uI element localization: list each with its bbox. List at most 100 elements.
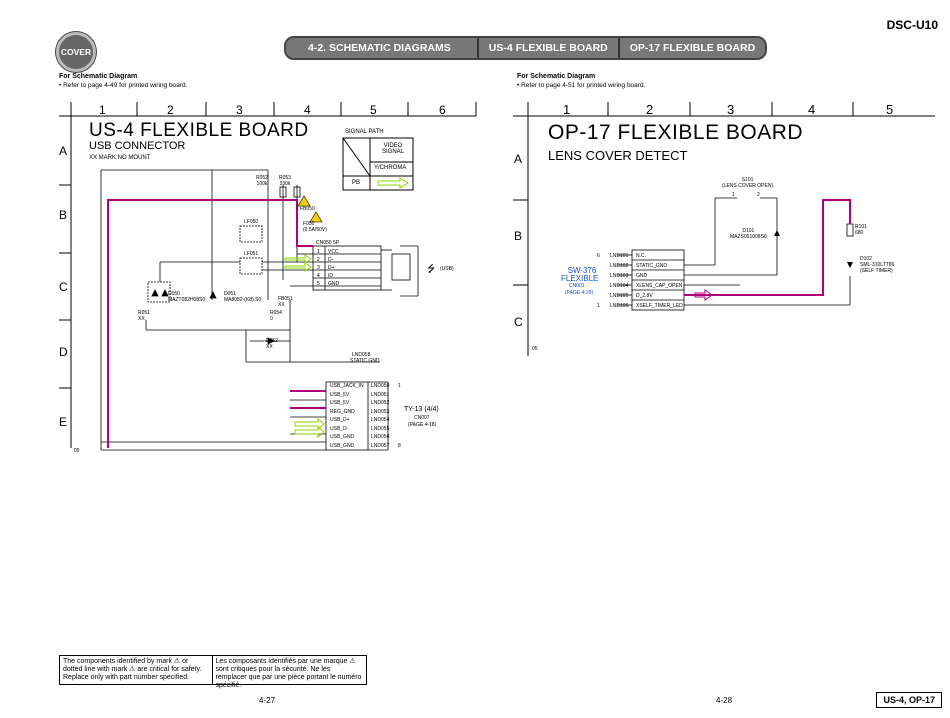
left-col-3: 3 bbox=[236, 103, 243, 117]
right-conn-6-signal: XSELF_TIMER_LED bbox=[636, 303, 683, 309]
left-row-c: C bbox=[59, 280, 68, 294]
cn050-pin-1-name: VCC bbox=[328, 249, 339, 255]
left-col-1: 1 bbox=[99, 103, 106, 117]
disclaimer-french: Les composants identifiés par une marque… bbox=[215, 658, 362, 689]
right-note-body: • Refer to page 4-51 for printed wiring … bbox=[517, 82, 646, 89]
video-signal-label: VIDEO SIGNAL bbox=[381, 143, 404, 155]
right-row-b: B bbox=[514, 229, 523, 243]
conn-line-1-lnd: LND050 bbox=[371, 383, 390, 389]
right-col-2: 2 bbox=[646, 102, 654, 117]
left-footer-code: 05 bbox=[74, 448, 80, 454]
lf051-label: LF051 bbox=[244, 251, 259, 257]
r051-label: R051 XX bbox=[138, 310, 150, 322]
cn050-pin-3-num: 3 bbox=[317, 265, 320, 271]
sw376-label: SW-376 bbox=[567, 266, 597, 275]
right-conn-2-signal: STATIC_GND bbox=[636, 263, 667, 269]
no-mount-note: XX MARK:NO MOUNT bbox=[89, 155, 151, 161]
ty13-pin8: 8 bbox=[398, 443, 401, 449]
ty13-label: TY-13 (4/4) bbox=[404, 406, 439, 413]
left-subtitle: USB CONNECTOR bbox=[89, 140, 186, 152]
left-row-a: A bbox=[59, 144, 68, 158]
right-board-title: OP-17 FLEXIBLE BOARD bbox=[548, 121, 804, 144]
d051-label: D051 MA8082-(K8).S0 bbox=[224, 291, 262, 303]
cn050-pin-2-name: D- bbox=[328, 257, 334, 263]
fb051-label: FB051 XX bbox=[278, 296, 293, 308]
flexible-label: FLEXIBLE bbox=[561, 274, 599, 283]
tab-schematic-diagrams[interactable]: 4-2. SCHEMATIC DIAGRAMS bbox=[308, 42, 451, 54]
ychroma-label: Y/CHROMA bbox=[374, 165, 407, 171]
left-row-e: E bbox=[59, 415, 68, 429]
conn-line-2-lnd: LND051 bbox=[371, 392, 390, 398]
left-row-d: D bbox=[59, 345, 68, 359]
right-conn-3-signal: GND bbox=[636, 273, 648, 279]
conn-line-3-signal: USB_5V bbox=[330, 400, 350, 406]
left-col-5: 5 bbox=[370, 103, 377, 117]
tab-op17-flexible-board[interactable]: OP-17 FLEXIBLE BOARD bbox=[617, 38, 765, 58]
d050-label: D050 MAZT082H08S0 bbox=[168, 291, 206, 303]
right-col-4: 4 bbox=[808, 102, 816, 117]
cn050-pin-2-num: 2 bbox=[317, 257, 320, 263]
cover-button[interactable]: COVER bbox=[56, 32, 96, 72]
tab-us4-flexible-board[interactable]: US-4 FLEXIBLE BOARD bbox=[476, 38, 618, 58]
conn-line-2-signal: USB_5V bbox=[330, 392, 350, 398]
cn007-label: CN007 bbox=[414, 415, 430, 421]
r054-label: R054 0 bbox=[270, 310, 282, 322]
ty13-page-ref[interactable]: (PAGE 4-18) bbox=[408, 422, 437, 428]
right-conn-3-lnd: LND103 bbox=[610, 273, 629, 279]
cn050-pin-5-name: GND bbox=[328, 281, 340, 287]
left-col-6: 6 bbox=[439, 103, 446, 117]
r053-label: R053 330k bbox=[279, 175, 291, 187]
right-row-c: C bbox=[514, 315, 523, 329]
right-pin1: 1 bbox=[597, 303, 600, 309]
right-row-a: A bbox=[514, 152, 523, 166]
conn-line-7-lnd: LND056 bbox=[371, 434, 390, 440]
left-col-2: 2 bbox=[167, 103, 174, 117]
right-conn-1-signal: N.C. bbox=[636, 253, 646, 259]
right-col-3: 3 bbox=[727, 102, 735, 117]
right-conn-1-lnd: LND101 bbox=[610, 253, 629, 259]
sw376-page-ref[interactable]: (PAGE 4-29) bbox=[565, 290, 594, 296]
cn001-label: CN001 bbox=[569, 283, 585, 289]
cn050-pin-1-num: 1 bbox=[317, 249, 320, 255]
conn-line-8-lnd: LND057 bbox=[371, 443, 390, 449]
right-subtitle: LENS COVER DETECT bbox=[548, 148, 688, 163]
conn-line-4-lnd: LND053 bbox=[371, 409, 390, 415]
s101-pin-2: 2 bbox=[757, 192, 760, 198]
conn-line-5-signal: USB_D+ bbox=[330, 417, 350, 423]
usb-icon: ⭍ bbox=[427, 264, 436, 275]
r052-label: R052 100k bbox=[256, 175, 268, 187]
right-conn-5-lnd: LND105 bbox=[610, 293, 629, 299]
right-footer-code: 05 bbox=[532, 346, 538, 352]
lf050-label: LF050 bbox=[244, 219, 259, 225]
right-pin6: 6 bbox=[597, 253, 600, 259]
cn050-pin-3-name: D+ bbox=[328, 265, 335, 271]
section-header-bar: 4-2. SCHEMATIC DIAGRAMS US-4 FLEXIBLE BO… bbox=[284, 36, 768, 60]
left-row-b: B bbox=[59, 208, 68, 222]
right-conn-4-lnd: LND104 bbox=[610, 283, 629, 289]
right-col-5: 5 bbox=[886, 102, 894, 117]
cn050-pin-4-num: 4 bbox=[317, 273, 320, 279]
s101-pin-1: 1 bbox=[732, 192, 735, 198]
static-gnd-label: STATIC GND bbox=[350, 358, 380, 364]
right-page-number: 4-28 bbox=[716, 696, 733, 705]
left-note-title: For Schematic Diagram bbox=[59, 73, 138, 80]
cn050-pin-5-num: 5 bbox=[317, 281, 320, 287]
cn050-pin-4-name: ID bbox=[328, 273, 333, 279]
left-note-body: • Refer to page 4-49 for printed wiring … bbox=[59, 82, 188, 89]
conn-line-3-lnd: LND052 bbox=[371, 400, 390, 406]
d052-label: D052 XX bbox=[266, 338, 278, 350]
right-conn-4-signal: XLENS_CAP_OPEN bbox=[636, 283, 683, 289]
model-name: DSC-U10 bbox=[886, 18, 938, 32]
conn-line-1-signal: USB_JACK_IN bbox=[330, 383, 364, 389]
fb050-label: FB050 bbox=[300, 206, 315, 212]
left-board-title: US-4 FLEXIBLE BOARD bbox=[89, 120, 309, 141]
lnd058-label: LND058 bbox=[352, 352, 371, 358]
ty13-pin1: 1 bbox=[398, 383, 401, 389]
right-conn-2-lnd: LND102 bbox=[610, 263, 629, 269]
conn-line-6-signal: USB_D- bbox=[330, 426, 349, 432]
conn-line-5-lnd: LND054 bbox=[371, 417, 390, 423]
usb-label: (USB) bbox=[440, 266, 454, 272]
right-conn-6-lnd: LND106 bbox=[610, 303, 629, 309]
f050-label: F050 (0.5A/50V) bbox=[303, 221, 327, 233]
conn-line-8-signal: USB_GND bbox=[330, 443, 355, 449]
